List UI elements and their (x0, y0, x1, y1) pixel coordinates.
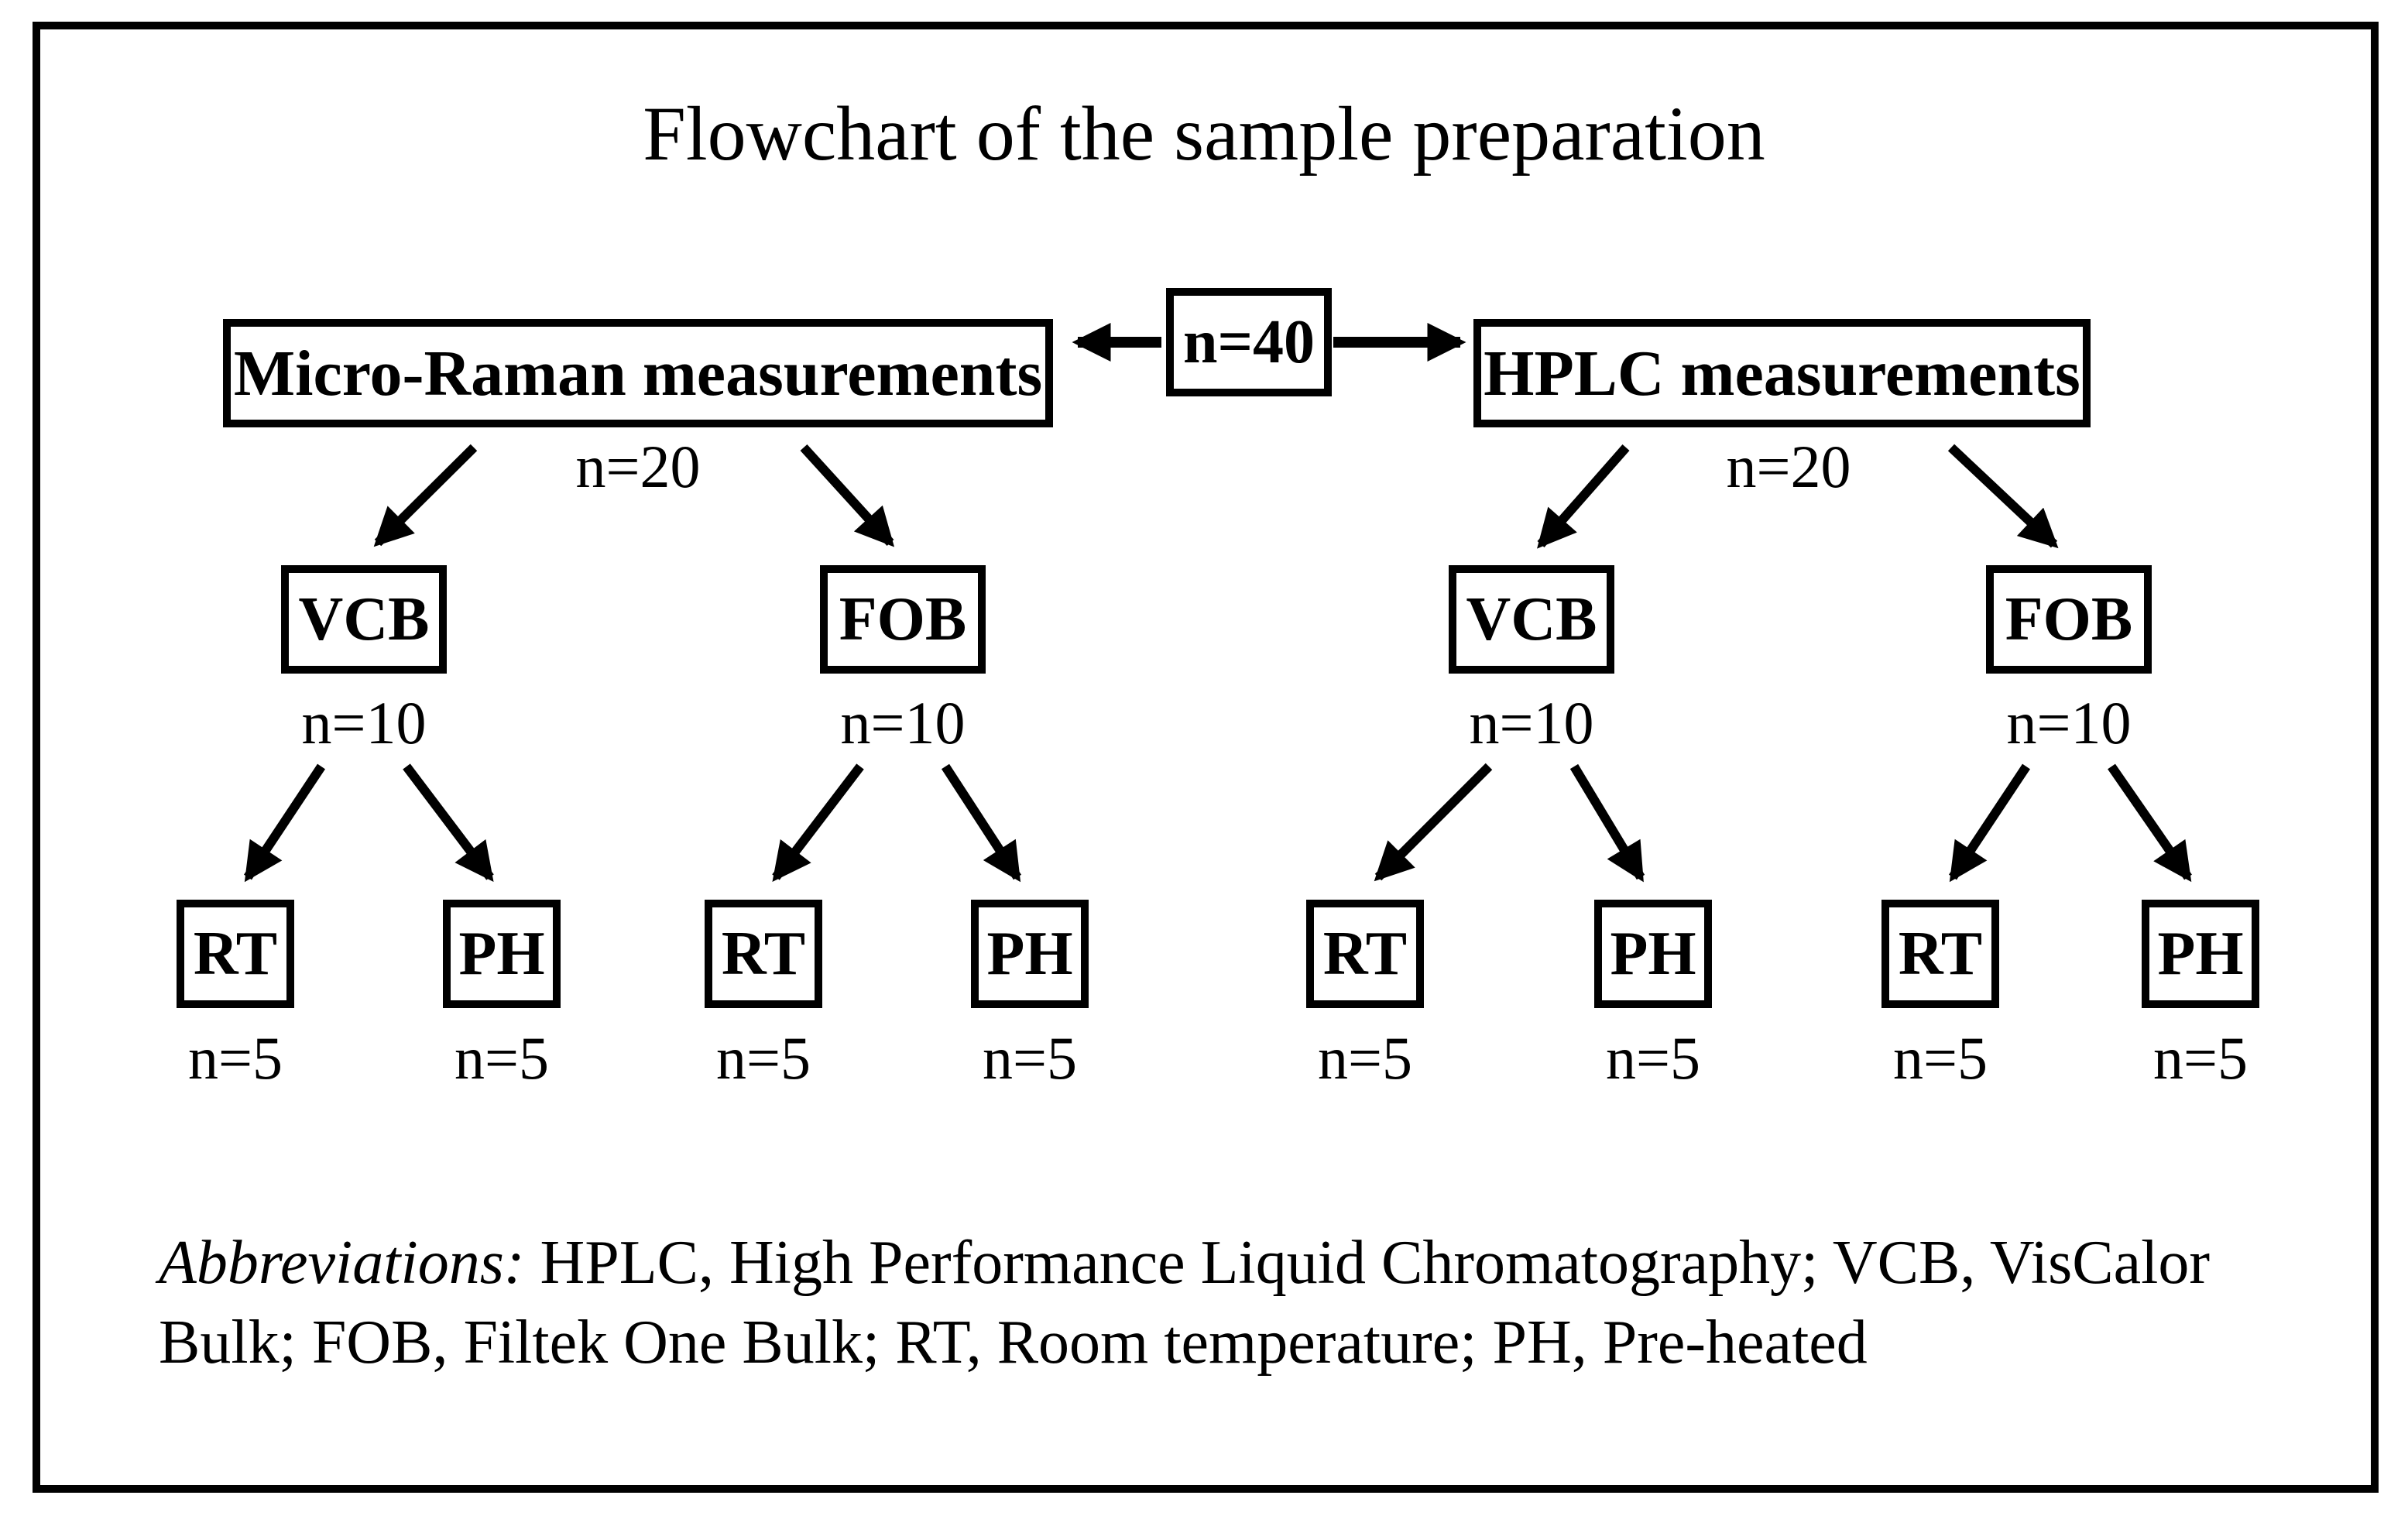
arrow-lfob-to-ph (941, 763, 1022, 883)
arrow-lvcb-to-ph (403, 763, 494, 882)
arrow-rvcb-to-rt (1374, 763, 1493, 882)
node-ph-1: PH (443, 900, 561, 1008)
node-fob-hplc: FOB (1986, 565, 2152, 674)
node-ph-2: PH (971, 900, 1089, 1008)
figure-frame (33, 22, 2379, 1493)
node-ph-3: PH (1594, 900, 1712, 1008)
arrow-hplc-to-vcb (1537, 444, 1630, 549)
node-rt-4: RT (1881, 900, 1999, 1008)
node-rt-3: RT (1306, 900, 1424, 1008)
abbreviations-text-1: HPLC, High Performance Liquid Chromatogr… (524, 1229, 2210, 1297)
count-n10-fob-micro-raman: n=10 (840, 689, 966, 756)
count-n5-6: n=5 (1606, 1024, 1700, 1092)
count-n10-vcb-hplc: n=10 (1469, 689, 1594, 756)
count-n10-fob-hplc: n=10 (2006, 689, 2132, 756)
node-ph-4: PH (2142, 900, 2259, 1008)
node-rt-1: RT (177, 900, 294, 1008)
count-n5-1: n=5 (188, 1024, 283, 1092)
abbreviations-label: Abbreviations: (159, 1229, 525, 1297)
node-n40: n=40 (1166, 288, 1332, 396)
arrow-microraman-to-fob (800, 444, 895, 547)
arrow-rfob-to-ph (2108, 763, 2192, 883)
arrow-lfob-to-rt (772, 763, 864, 882)
count-n20-hplc: n=20 (1726, 433, 1851, 500)
count-n5-5: n=5 (1318, 1024, 1412, 1092)
abbreviations-line-1: Abbreviations: HPLC, High Performance Li… (159, 1223, 2319, 1303)
node-vcb-micro-raman: VCB (281, 565, 447, 674)
node-rt-2: RT (705, 900, 822, 1008)
node-vcb-hplc: VCB (1449, 565, 1614, 674)
abbreviations-text-2: Bulk; FOB, Filtek One Bulk; RT, Room tem… (159, 1308, 1868, 1377)
count-n5-3: n=5 (716, 1024, 811, 1092)
count-n10-vcb-micro-raman: n=10 (301, 689, 427, 756)
count-n5-7: n=5 (1893, 1024, 1988, 1092)
figure-title: Flowchart of the sample preparation (643, 91, 1765, 177)
node-micro-raman-measurements: Micro-Raman measurements (223, 319, 1053, 427)
abbreviations-note: Abbreviations: HPLC, High Performance Li… (159, 1223, 2319, 1383)
count-n5-4: n=5 (983, 1024, 1077, 1092)
arrow-hplc-to-fob (1947, 444, 2059, 549)
arrow-rvcb-to-ph (1569, 763, 1645, 883)
arrow-lvcb-to-rt (244, 763, 325, 883)
node-hplc-measurements: HPLC measurements (1473, 319, 2091, 427)
arrow-microraman-to-vcb (373, 444, 478, 547)
count-n20-micro-raman: n=20 (575, 433, 701, 500)
count-n5-8: n=5 (2153, 1024, 2248, 1092)
count-n5-2: n=5 (455, 1024, 549, 1092)
arrow-rfob-to-rt (1949, 763, 2030, 883)
abbreviations-line-2: Bulk; FOB, Filtek One Bulk; RT, Room tem… (159, 1303, 2319, 1383)
node-fob-micro-raman: FOB (820, 565, 986, 674)
